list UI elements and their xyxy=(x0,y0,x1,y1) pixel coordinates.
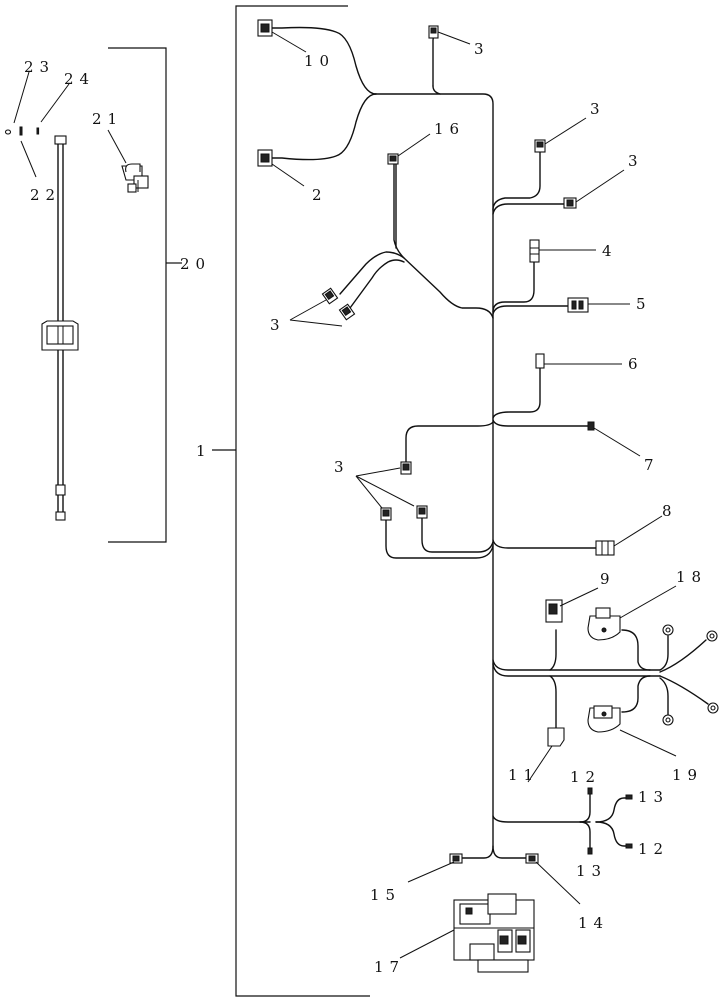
callout-3-top: 3 xyxy=(474,40,490,58)
callout-21: 21 xyxy=(92,110,123,128)
callout-4: 4 xyxy=(602,242,618,260)
bracket-item-1 xyxy=(212,5,370,997)
callout-3-right-b: 3 xyxy=(628,152,644,170)
callout-20: 20 xyxy=(180,255,211,273)
callout-3-left-lower: 3 xyxy=(334,458,350,476)
connector-7 xyxy=(587,421,595,431)
callout-14: 14 xyxy=(578,914,609,932)
branch-lower-right xyxy=(492,629,709,729)
callout-24: 24 xyxy=(64,70,95,88)
item-21-part xyxy=(121,163,149,193)
callout-12-lower: 12 xyxy=(638,840,669,858)
items-22-24-small-parts xyxy=(4,71,127,178)
module-17 xyxy=(453,893,535,973)
branch-top-connector xyxy=(432,35,441,95)
connector-3-right-a xyxy=(534,139,546,153)
ring-terminals xyxy=(662,624,719,726)
connectors-3-left-upper xyxy=(321,287,356,321)
branch-left-middle xyxy=(405,421,494,465)
callout-2: 2 xyxy=(312,186,328,204)
terminals-12-13 xyxy=(587,787,633,855)
callout-3-left-upper: 3 xyxy=(270,316,286,334)
branch-right-upper xyxy=(492,151,567,215)
bracket-item-20 xyxy=(108,47,182,543)
callout-19: 19 xyxy=(672,766,703,784)
connector-2 xyxy=(257,149,273,167)
connector-6 xyxy=(535,353,545,369)
callout-15: 15 xyxy=(370,886,401,904)
branch-right-6-7 xyxy=(492,367,591,427)
callout-5: 5 xyxy=(636,295,652,313)
connector-18 xyxy=(587,607,621,641)
callout-1: 1 xyxy=(196,442,212,460)
connector-3-top xyxy=(428,25,439,39)
callout-12-upper: 12 xyxy=(570,768,601,786)
callout-23: 23 xyxy=(24,58,55,76)
callout-3-right-a: 3 xyxy=(590,100,606,118)
callout-11: 11 xyxy=(508,766,539,784)
connector-5 xyxy=(567,297,589,313)
branch-8 xyxy=(385,515,597,559)
callout-22: 22 xyxy=(30,186,61,204)
main-harness-trunk xyxy=(269,26,533,859)
connector-3-mid xyxy=(400,461,412,475)
connector-3-right-b xyxy=(563,197,577,209)
callout-7: 7 xyxy=(644,456,660,474)
connector-14 xyxy=(525,853,539,864)
callout-6: 6 xyxy=(628,355,644,373)
connector-4 xyxy=(529,239,540,263)
connector-10 xyxy=(257,19,273,37)
connector-16 xyxy=(387,153,399,165)
leader-lines xyxy=(271,31,677,959)
branch-left-upper xyxy=(339,161,494,319)
connector-8 xyxy=(595,540,615,556)
callout-16: 16 xyxy=(434,120,465,138)
connector-19 xyxy=(587,705,621,733)
connector-11 xyxy=(547,727,565,747)
branch-12-13 xyxy=(492,791,629,851)
callout-18: 18 xyxy=(676,568,707,586)
callout-13-upper: 13 xyxy=(638,788,669,806)
callout-labels: 1 2 3 3 3 3 3 4 5 6 7 8 9 10 11 12 12 13… xyxy=(24,40,707,976)
connector-15 xyxy=(449,853,463,864)
callout-8: 8 xyxy=(662,502,678,520)
callout-9: 9 xyxy=(600,570,616,588)
callout-13-lower: 13 xyxy=(576,862,607,880)
connector-9 xyxy=(545,599,563,623)
branch-right-middle xyxy=(492,261,571,315)
item-20-assembly xyxy=(41,135,79,521)
connectors-3-lower xyxy=(380,505,428,521)
callout-10: 10 xyxy=(304,52,335,70)
callout-17: 17 xyxy=(374,958,405,976)
